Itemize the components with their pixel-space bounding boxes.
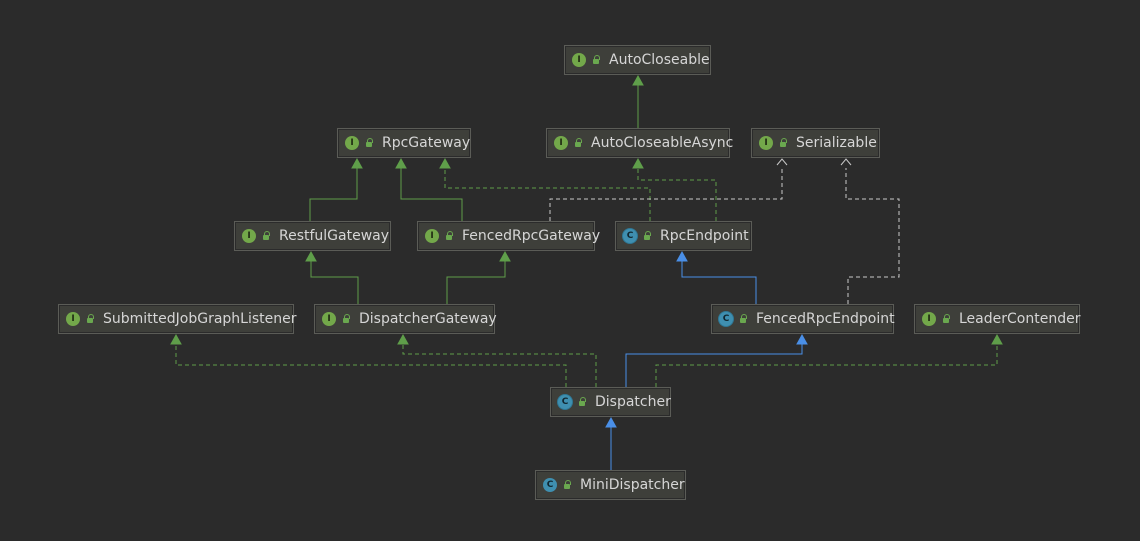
edge-line [637, 168, 717, 221]
edge-arrowhead [499, 250, 511, 262]
edge-arrowhead [351, 157, 363, 169]
edge-fencedrpcendpoint-to-serializable [840, 158, 900, 304]
edge-line [446, 261, 506, 304]
node-label: RpcEndpoint [660, 228, 749, 244]
class-icon: C [543, 478, 557, 492]
public-visibility-icon [261, 231, 271, 241]
edge-arrowhead [676, 250, 688, 262]
interface-icon: I [572, 53, 586, 67]
node-label: AutoCloseable [609, 52, 710, 68]
node-label: SubmittedJobGraphListener [103, 311, 297, 327]
node-fencedrpcendpoint[interactable]: C FencedRpcEndpoint [711, 304, 895, 334]
public-visibility-icon [85, 314, 95, 324]
node-label: AutoCloseableAsync [591, 135, 734, 151]
edge-dispatchergateway-to-restfulgateway [305, 250, 359, 304]
interface-icon: I [922, 312, 936, 326]
edge-restfulgateway-to-rpcgateway [309, 157, 363, 221]
node-fencedrpcgateway[interactable]: I FencedRpcGateway [417, 221, 600, 251]
public-visibility-icon [591, 55, 601, 65]
public-visibility-icon [941, 314, 951, 324]
interface-icon: I [242, 229, 256, 243]
edge-line [310, 261, 359, 304]
abstract-class-icon: C [558, 395, 572, 409]
public-visibility-icon [444, 231, 454, 241]
node-autocloseable[interactable]: I AutoCloseable [564, 45, 711, 75]
node-leadercontender[interactable]: I LeaderContender [914, 304, 1080, 334]
node-label: RpcGateway [382, 135, 471, 151]
node-label: RestfulGateway [279, 228, 390, 244]
edge-arrowhead [632, 157, 644, 169]
edge-dispatcher-to-submittedjobgraphlistener [170, 333, 567, 387]
edge-arrowhead [305, 250, 317, 262]
interface-icon: I [66, 312, 80, 326]
edge-fencedrpcgateway-to-serializable [549, 158, 788, 221]
edge-dispatcher-to-dispatchergateway [397, 333, 597, 387]
abstract-class-icon: C [623, 229, 637, 243]
edge-line [681, 261, 757, 304]
node-submittedjobgraphlistener[interactable]: I SubmittedJobGraphListener [58, 304, 297, 334]
node-label: Dispatcher [595, 394, 671, 410]
node-minidispatcher[interactable]: C MiniDispatcher [535, 470, 686, 500]
abstract-class-icon: C [719, 312, 733, 326]
edge-arrowhead [439, 157, 451, 169]
public-visibility-icon [364, 138, 374, 148]
edge-line [845, 168, 900, 304]
edge-line [655, 344, 998, 387]
edge-line [444, 168, 651, 221]
edge-line [309, 168, 358, 221]
edge-dispatcher-to-fencedrpcendpoint [625, 333, 808, 387]
interface-icon: I [554, 136, 568, 150]
edge-dispatchergateway-to-fencedrpcgateway [446, 250, 511, 304]
public-visibility-icon [778, 138, 788, 148]
edge-line [549, 168, 783, 221]
edge-line [402, 344, 597, 387]
node-label: LeaderContender [959, 311, 1081, 327]
public-visibility-icon [562, 480, 572, 490]
edge-fencedrpcendpoint-to-rpcendpoint [676, 250, 757, 304]
edge-minidispatcher-to-dispatcher [605, 416, 617, 470]
edge-arrowhead [796, 333, 808, 345]
edge-arrowhead [840, 158, 852, 166]
node-restfulgateway[interactable]: I RestfulGateway [234, 221, 391, 251]
edge-fencedrpcgateway-to-rpcgateway [395, 157, 463, 221]
interface-icon: I [425, 229, 439, 243]
edge-arrowhead [395, 157, 407, 169]
public-visibility-icon [738, 314, 748, 324]
public-visibility-icon [642, 231, 652, 241]
edge-rpcendpoint-to-autocloseableasync [632, 157, 717, 221]
edge-arrowhead [991, 333, 1003, 345]
interface-icon: I [322, 312, 336, 326]
edge-arrowhead [170, 333, 182, 345]
edge-rpcendpoint-to-rpcgateway [439, 157, 651, 221]
node-dispatchergateway[interactable]: I DispatcherGateway [314, 304, 497, 334]
public-visibility-icon [341, 314, 351, 324]
node-rpcendpoint[interactable]: C RpcEndpoint [615, 221, 752, 251]
edge-line [400, 168, 463, 221]
node-label: MiniDispatcher [580, 477, 685, 493]
public-visibility-icon [573, 138, 583, 148]
node-dispatcher[interactable]: C Dispatcher [550, 387, 671, 417]
interface-icon: I [345, 136, 359, 150]
edge-arrowhead [605, 416, 617, 428]
edge-line [625, 344, 803, 387]
edge-autocloseableasync-to-autocloseable [632, 74, 644, 128]
edge-arrowhead [776, 158, 788, 166]
node-label: Serializable [796, 135, 877, 151]
edge-arrowhead [632, 74, 644, 86]
edge-dispatcher-to-leadercontender [655, 333, 1003, 387]
interface-icon: I [759, 136, 773, 150]
node-label: FencedRpcEndpoint [756, 311, 895, 327]
edge-arrowhead [397, 333, 409, 345]
node-label: FencedRpcGateway [462, 228, 601, 244]
public-visibility-icon [577, 397, 587, 407]
edge-line [175, 344, 567, 387]
node-autocloseableasync[interactable]: I AutoCloseableAsync [546, 128, 734, 158]
node-serializable[interactable]: I Serializable [751, 128, 880, 158]
node-label: DispatcherGateway [359, 311, 497, 327]
node-rpcgateway[interactable]: I RpcGateway [337, 128, 471, 158]
